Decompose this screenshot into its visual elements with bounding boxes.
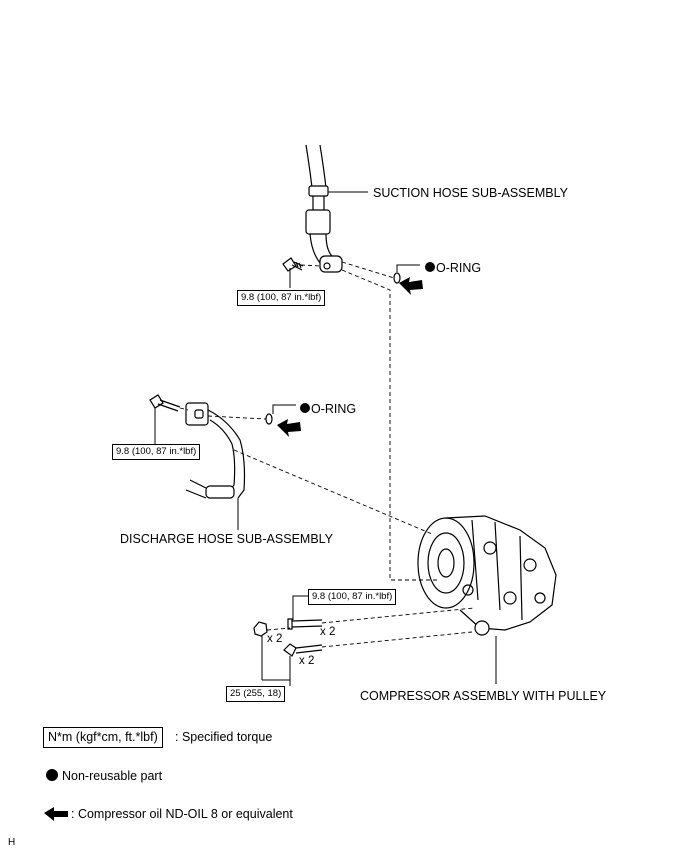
footer-code: H [8, 837, 16, 848]
oil-arrow-2 [277, 419, 301, 437]
non-reusable-dot-1 [425, 262, 435, 272]
o-ring-2-drawing [265, 413, 273, 425]
suction-bolt-drawing [282, 257, 304, 272]
non-reusable-legend-text: Non-reusable part [62, 769, 163, 783]
suction-bolt-torque: 9.8 (100, 87 in.*lbf) [237, 290, 326, 306]
oil-arrow-1 [399, 277, 423, 295]
discharge-bolt-torque: 9.8 (100, 87 in.*lbf) [112, 444, 201, 460]
o-ring-1-label: O-RING [436, 261, 482, 275]
compressor-drawing [417, 515, 557, 636]
stud-quantity: x 2 [320, 626, 336, 638]
torque-unit-legend: N*m (kgf*cm, ft.*lbf) [43, 727, 163, 748]
discharge-hose-drawing [185, 402, 246, 499]
non-reusable-legend-dot [46, 769, 58, 781]
nut-bolt-torque: 25 (255, 18) [226, 686, 286, 702]
discharge-hose-label: DISCHARGE HOSE SUB-ASSEMBLY [120, 532, 334, 546]
nut-quantity: x 2 [267, 633, 283, 645]
oil-legend-arrow [44, 807, 68, 821]
suction-hose-label: SUCTION HOSE SUB-ASSEMBLY [373, 186, 568, 200]
torque-legend-desc: : Specified torque [175, 730, 273, 744]
non-reusable-dot-2 [300, 403, 310, 413]
nut-drawing [253, 621, 268, 637]
stud-bolt-torque: 9.8 (100, 87 in.*lbf) [308, 589, 397, 605]
discharge-bolt-drawing [149, 394, 181, 412]
oil-legend-text: : Compressor oil ND-OIL 8 or equivalent [71, 807, 293, 821]
bolt-quantity: x 2 [299, 655, 315, 667]
compressor-label: COMPRESSOR ASSEMBLY WITH PULLEY [360, 689, 607, 703]
stud-bolt-drawing [287, 618, 323, 630]
suction-hose-drawing [305, 144, 343, 273]
compressor-bolt-drawing [283, 643, 323, 657]
o-ring-1-drawing [393, 272, 401, 284]
o-ring-2-label: O-RING [311, 402, 357, 416]
